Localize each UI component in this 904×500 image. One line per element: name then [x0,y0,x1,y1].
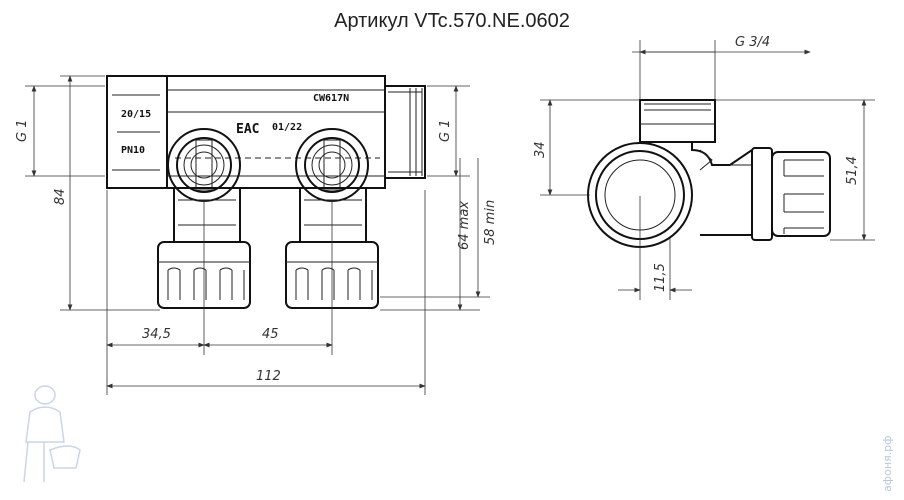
pressure-label: PN10 [121,145,145,156]
dim-34: 34 [533,141,548,158]
dim-112: 112 [256,369,281,384]
dim-45: 45 [262,327,279,342]
dim-11-5: 11,5 [653,263,668,292]
plumber-logo [23,385,81,483]
front-dimensions: 84 G 1 G 1 64 max 58 min [15,75,498,395]
date-label: 01/22 [272,122,302,133]
drawing-title: Артикул VTc.570.NE.0602 [334,10,570,32]
dim-84: 84 [53,188,68,205]
watermark-text: афоня.рф [881,435,894,492]
dim-51-4: 51,4 [845,156,860,185]
right-thread [384,85,426,179]
dim-g34: G 3/4 [735,35,770,50]
side-view: G 3/4 34 51,4 11,5 [533,35,875,300]
eac-label: EAC [236,122,259,137]
size-label: 20/15 [121,109,151,120]
dim-64max: 64 max [457,201,472,250]
dim-g1-right: G 1 [438,120,453,142]
dim-34-5: 34,5 [142,327,171,342]
dim-58min: 58 min [483,200,498,245]
left-nut [106,75,168,189]
front-view: 20/15 PN10 CW617N EAC 01/22 84 G 1 G 1 6… [15,75,498,395]
dim-g1-left: G 1 [15,120,30,142]
material-label: CW617N [313,93,349,104]
